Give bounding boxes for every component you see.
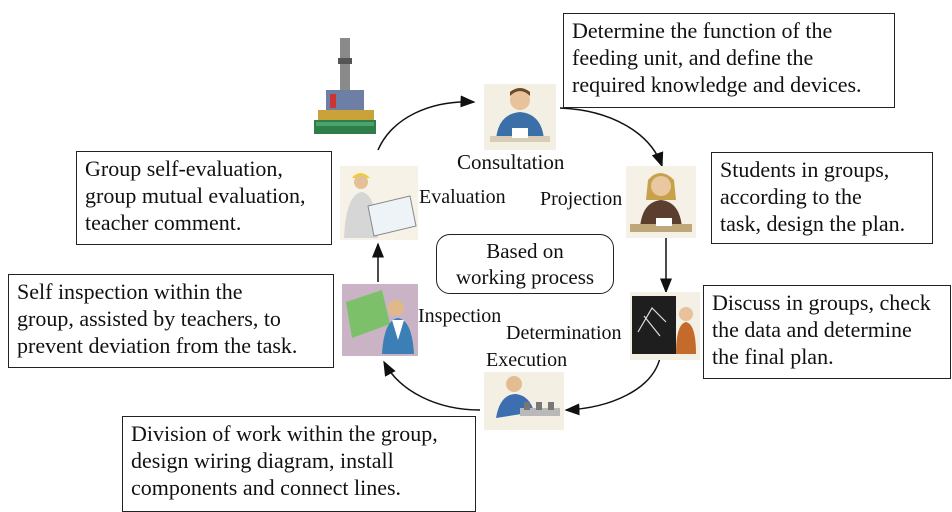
consultation-description-box: Determine the function of the feeding un… bbox=[563, 13, 895, 108]
evaluation-engineer-image bbox=[340, 166, 418, 240]
evaluation-description-box: Group self-evaluation, group mutual eval… bbox=[76, 151, 332, 245]
center-label-line: Based on bbox=[486, 239, 564, 263]
box-line: Discuss in groups, check bbox=[712, 290, 931, 315]
projection-description-box: Students in groups, according to the tas… bbox=[711, 152, 933, 244]
box-line: group, assisted by teachers, to bbox=[17, 306, 281, 331]
box-line: feeding unit, and define the bbox=[572, 45, 814, 70]
box-line: task, design the plan. bbox=[720, 211, 906, 236]
arrow-determination-to-execution bbox=[564, 357, 661, 416]
execution-description-box: Division of work within the group, desig… bbox=[122, 416, 476, 512]
determination-description-box: Discuss in groups, check the data and de… bbox=[703, 285, 951, 379]
stage-label-determination: Determination bbox=[506, 322, 622, 344]
arrow-consultation-to-projection bbox=[559, 107, 664, 168]
arrow-execution-to-inspection bbox=[383, 360, 481, 411]
box-line: Division of work within the group, bbox=[131, 421, 438, 446]
stage-label-consultation: Consultation bbox=[457, 150, 565, 174]
box-line: group mutual evaluation, bbox=[85, 183, 306, 208]
arrow-evaluation-to-consultation bbox=[377, 95, 476, 151]
stage-label-evaluation: Evaluation bbox=[419, 186, 506, 208]
determination-blackboard-image bbox=[630, 292, 700, 360]
stage-label-inspection: Inspection bbox=[418, 305, 502, 327]
consultation-teacher-image bbox=[484, 84, 556, 150]
inspection-teacher-image bbox=[342, 284, 418, 356]
box-line: components and connect lines. bbox=[131, 475, 402, 500]
stage-label-projection: Projection bbox=[540, 188, 623, 210]
feeding-unit-machine-image bbox=[314, 38, 376, 134]
box-line: the final plan. bbox=[712, 344, 834, 369]
box-line: Determine the function of the bbox=[572, 18, 833, 43]
inspection-description-box: Self inspection within the group, assist… bbox=[8, 274, 334, 368]
box-line: the data and determine bbox=[712, 317, 912, 342]
stage-label-execution: Execution bbox=[486, 349, 568, 371]
box-line: teacher comment. bbox=[85, 210, 242, 235]
box-line: Self inspection within the bbox=[17, 279, 243, 304]
box-line: according to the bbox=[720, 184, 862, 209]
projection-student-image bbox=[626, 166, 696, 238]
box-line: prevent deviation from the task. bbox=[17, 333, 298, 358]
box-line: required knowledge and devices. bbox=[572, 72, 862, 97]
center-label-line: working process bbox=[455, 265, 595, 289]
center-label-box: Based on working process bbox=[436, 234, 614, 294]
box-line: Group self-evaluation, bbox=[85, 156, 283, 181]
execution-worker-image bbox=[484, 372, 564, 430]
box-line: design wiring diagram, install bbox=[131, 448, 394, 473]
box-line: Students in groups, bbox=[720, 157, 890, 182]
